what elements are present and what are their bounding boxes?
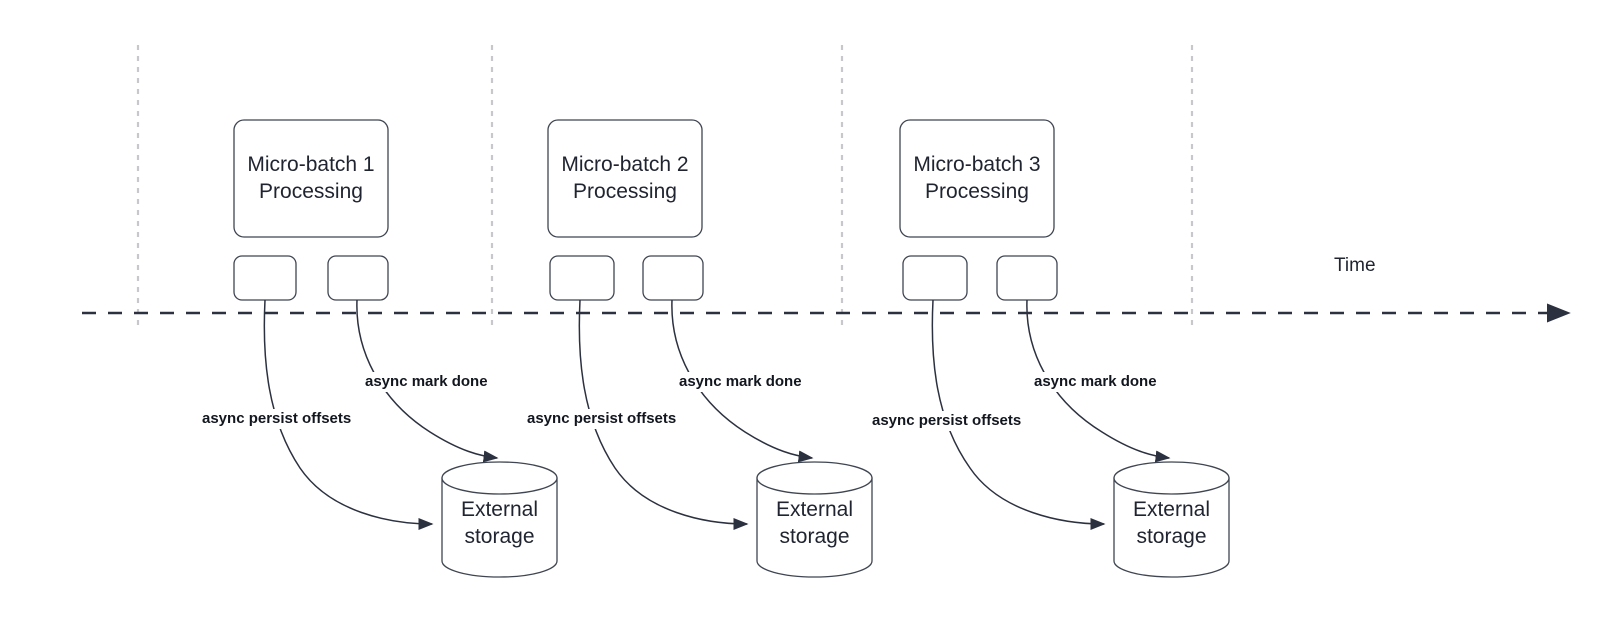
micro-batch-2-mark-done-edge <box>671 299 814 463</box>
external-storage-1-body <box>441 477 558 578</box>
task-box-2a[interactable] <box>549 255 615 301</box>
micro-batch-1-mark-done-edge <box>356 299 499 463</box>
micro-batch-3-mark-done-label: async mark done <box>1031 372 1160 392</box>
micro-batch-3-box[interactable] <box>899 119 1055 238</box>
micro-batch-1-persist-offsets-edge <box>263 299 434 530</box>
external-storage-2[interactable] <box>756 461 873 578</box>
task-box-3a[interactable] <box>902 255 968 301</box>
time-axis-label: Time <box>1334 255 1376 276</box>
micro-batch-2-persist-offsets-edge <box>578 299 749 530</box>
external-storage-1-top <box>441 461 558 495</box>
micro-batch-3-persist-offsets-label: async persist offsets <box>869 411 1025 431</box>
external-storage-2-top <box>756 461 873 495</box>
micro-batch-3-mark-done-edge <box>1026 299 1171 463</box>
edges-group <box>263 299 1171 530</box>
task-box-1a[interactable] <box>233 255 297 301</box>
guide-lines-group <box>136 45 1194 326</box>
micro-batch-3-persist-offsets-edge <box>931 299 1106 530</box>
task-box-3b[interactable] <box>996 255 1058 301</box>
micro-batch-2-box[interactable] <box>547 119 703 238</box>
external-storage-3-body <box>1113 477 1230 578</box>
external-storage-3-top <box>1113 461 1230 495</box>
micro-batch-1-mark-done-label: async mark done <box>362 372 491 392</box>
shapes-group <box>233 119 1230 578</box>
external-storage-3[interactable] <box>1113 461 1230 578</box>
micro-batch-1-box[interactable] <box>233 119 389 238</box>
micro-batch-2-mark-done-label: async mark done <box>676 372 805 392</box>
micro-batch-2-persist-offsets-label: async persist offsets <box>524 409 680 429</box>
external-storage-1[interactable] <box>441 461 558 578</box>
task-box-2b[interactable] <box>642 255 704 301</box>
task-box-1b[interactable] <box>327 255 389 301</box>
external-storage-2-body <box>756 477 873 578</box>
micro-batch-1-persist-offsets-label: async persist offsets <box>199 409 355 429</box>
